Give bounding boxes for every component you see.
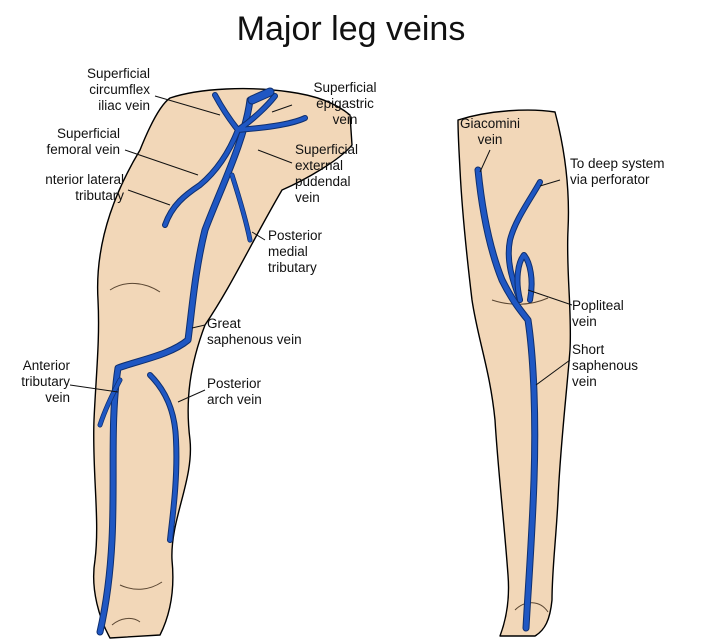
label-popliteal-vein: Popliteal vein: [572, 298, 624, 330]
label-superficial-femoral-vein: Superficial femoral vein: [20, 126, 120, 158]
label-superficial-epigastric-vein: Superficial epigastric vein: [295, 80, 395, 128]
label-short-saphenous-vein: Short saphenous vein: [572, 342, 638, 390]
back-leg-skin: [458, 110, 570, 636]
label-to-deep-system-via-perforator: To deep system via perforator: [570, 156, 665, 188]
label-superficial-external-pudendal-vein: Superficial external pudendal vein: [295, 142, 358, 206]
back-leg: [458, 110, 570, 636]
label-giacomini-vein: Giacomini vein: [440, 116, 540, 148]
label-superficial-circumflex-iliac-vein: Superficial circumflex iliac vein: [40, 66, 150, 114]
label-great-saphenous-vein: Great saphenous vein: [207, 316, 302, 348]
label-anterior-tributary-vein: Anterior tributary vein: [10, 358, 70, 406]
label-posterior-arch-vein: Posterior arch vein: [207, 376, 262, 408]
label-anterior-lateral-tributary: nterior lateral tributary: [0, 172, 124, 204]
label-posterior-medial-tributary: Posterior medial tributary: [268, 228, 322, 276]
